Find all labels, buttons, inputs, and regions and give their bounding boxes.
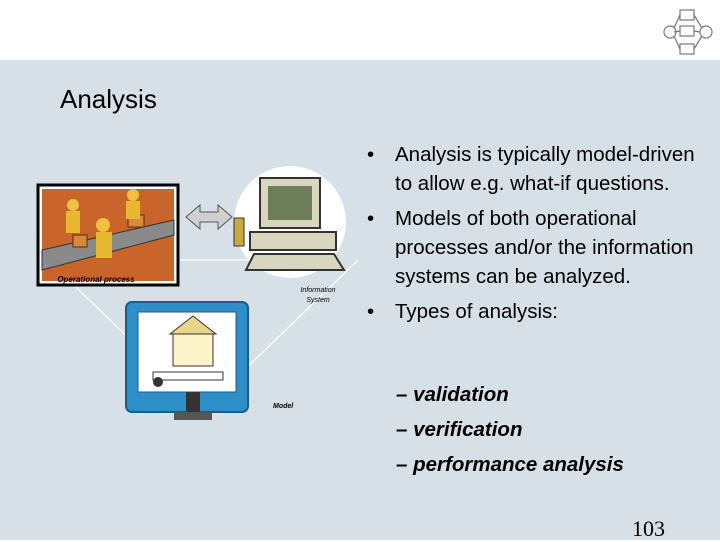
page-number: 103 bbox=[632, 516, 665, 541]
sub-bullet-item: – verification bbox=[396, 415, 624, 450]
bullet-text: Models of both operational processes and… bbox=[395, 207, 694, 288]
bullet-item: • Models of both operational processes a… bbox=[364, 204, 704, 291]
bullet-list: • Analysis is typically model-driven to … bbox=[364, 140, 704, 332]
bullet-item: • Analysis is typically model-driven to … bbox=[364, 140, 704, 198]
sub-bullet-text: verification bbox=[413, 418, 523, 441]
analysis-types-list: – validation – verification – performanc… bbox=[396, 380, 624, 485]
sub-bullet-marker: – bbox=[396, 418, 408, 441]
bullet-item: • Types of analysis: bbox=[364, 297, 704, 326]
logo-icon bbox=[663, 9, 713, 55]
operational-process-label: Operational process bbox=[57, 275, 135, 284]
slide-body bbox=[0, 60, 720, 540]
header-bar bbox=[0, 0, 720, 60]
bullet-marker: • bbox=[367, 207, 375, 230]
model-label: Model bbox=[273, 403, 294, 410]
double-arrow-icon bbox=[185, 203, 233, 231]
operational-process-picture bbox=[36, 183, 180, 287]
information-system-label-line1: Information bbox=[300, 287, 335, 294]
bullet-marker: • bbox=[367, 143, 375, 166]
information-system-label-line2: System bbox=[306, 297, 330, 304]
bullet-text: Analysis is typically model-driven to al… bbox=[395, 143, 695, 195]
slide-title: Analysis bbox=[60, 84, 157, 114]
analysis-illustration: Operational process Information System M… bbox=[36, 166, 358, 420]
sub-bullet-text: validation bbox=[413, 383, 509, 406]
model-picture bbox=[125, 301, 249, 420]
bullet-text: Types of analysis: bbox=[395, 300, 558, 323]
computer-picture bbox=[233, 166, 346, 278]
sub-bullet-marker: – bbox=[396, 453, 408, 476]
sub-bullet-item: – validation bbox=[396, 380, 624, 415]
sub-bullet-text: performance analysis bbox=[413, 453, 624, 476]
sub-bullet-item: – performance analysis bbox=[396, 450, 624, 485]
bullet-marker: • bbox=[367, 300, 375, 323]
sub-bullet-marker: – bbox=[396, 383, 408, 406]
